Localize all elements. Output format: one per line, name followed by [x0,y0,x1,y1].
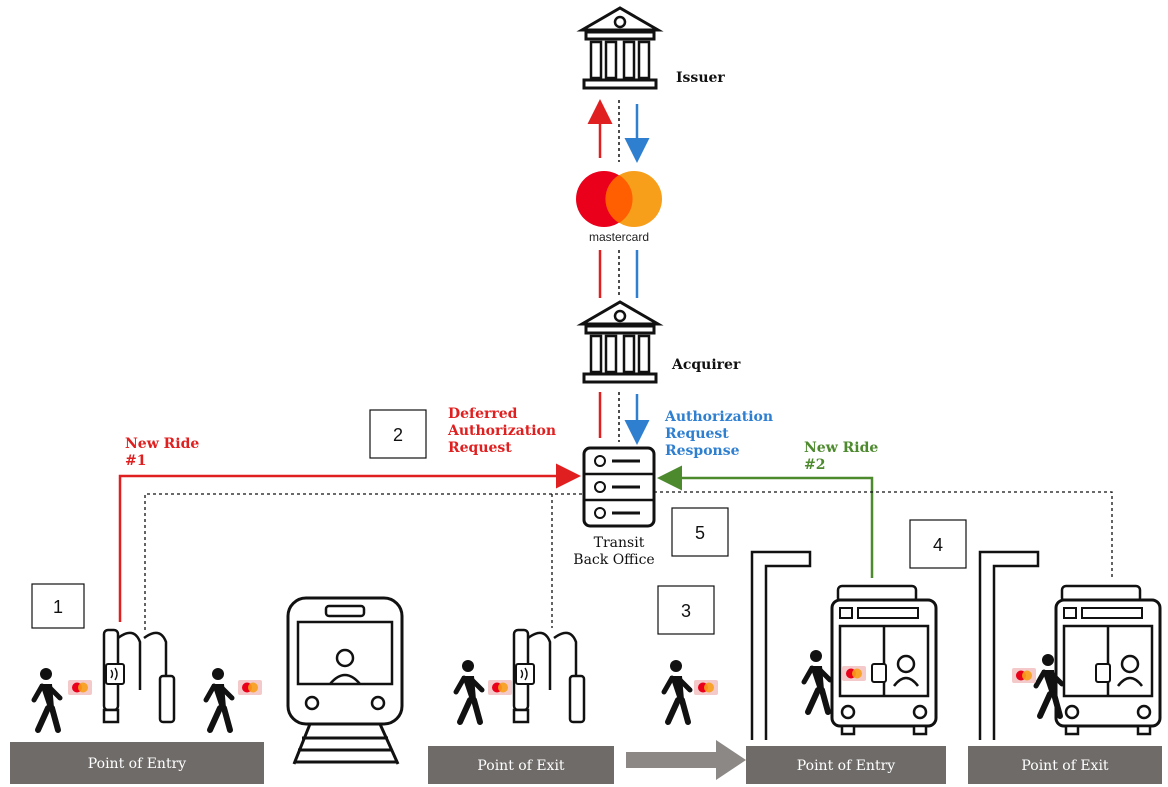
deferred-authorization-label: Deferred Authorization Request [447,406,556,456]
server-icon [582,446,656,528]
svg-text:1: 1 [53,597,63,617]
acquirer-label: Acquirer [671,357,741,373]
svg-text:New Ride: New Ride [125,436,199,452]
new-ride-1-label: New Ride #1 [125,436,199,469]
svg-text:Authorization: Authorization [664,409,773,425]
svg-text:Request: Request [665,426,729,442]
step-box-4: 4 [909,519,967,569]
svg-text:Deferred: Deferred [448,406,518,422]
contactless-card-icon [238,680,262,695]
svg-text:Point of Exit: Point of Exit [477,758,565,774]
bus-shelter-icon [978,550,1040,740]
step-box-1: 1 [31,583,85,629]
mastercard-logo-icon [576,171,662,227]
svg-text:Request: Request [448,440,512,456]
svg-text:Point of Exit: Point of Exit [1021,758,1109,774]
svg-text:#1: #1 [125,453,146,469]
authorization-response-label: Authorization Request Response [664,409,773,459]
svg-text:#2: #2 [804,457,825,473]
contactless-card-icon [488,680,512,695]
exit-turnstile-icon [512,628,586,724]
svg-text:Response: Response [665,443,740,459]
svg-text:2: 2 [393,425,403,445]
new-ride-1-arrow [118,463,581,622]
train-icon [286,596,404,765]
contactless-card-icon [68,680,92,695]
mastercard-wordmark: mastercard [589,230,649,244]
acquirer-bank-icon [580,300,660,384]
bus-icon [1054,584,1162,736]
new-ride-2-arrow [657,465,874,578]
svg-text:Point of Entry: Point of Entry [88,756,186,772]
platform-bar-exit-bus: Point of Exit [968,746,1162,784]
contactless-card-icon [694,680,718,695]
walking-person-icon [804,650,830,712]
svg-text:Point of Entry: Point of Entry [797,758,895,774]
bus-icon [830,584,938,736]
platform-bar-entry-rail: Point of Entry [10,742,264,784]
bus-shelter-icon [750,550,812,740]
entry-turnstile-icon [102,628,176,724]
platform-bar-exit-rail: Point of Exit [428,746,614,784]
issuer-label: Issuer [676,70,725,86]
svg-text:Authorization: Authorization [447,423,556,439]
contactless-card-icon [842,666,866,681]
svg-text:4: 4 [933,535,943,555]
step-box-2: 2 [369,409,427,459]
new-ride-2-label: New Ride #2 [804,440,878,473]
dotted-link-entry-gate [144,493,584,630]
walking-person-icon [206,668,232,730]
platform-bar-entry-bus: Point of Entry [746,746,946,784]
back-office-label-line2: Back Office [573,552,654,568]
step-box-5: 5 [671,507,729,557]
svg-text:New Ride: New Ride [804,440,878,456]
svg-text:3: 3 [681,601,691,621]
svg-text:5: 5 [695,523,705,543]
transfer-arrow-icon [626,740,746,780]
walking-person-icon [456,660,482,722]
back-office-label-line1: Transit [594,535,645,551]
dotted-link-bus-exit [654,491,1113,578]
step-box-3: 3 [657,585,715,635]
walking-person-icon [664,660,690,722]
issuer-bank-icon [580,6,660,90]
walking-person-icon [34,668,60,730]
contactless-card-icon [1012,668,1036,683]
